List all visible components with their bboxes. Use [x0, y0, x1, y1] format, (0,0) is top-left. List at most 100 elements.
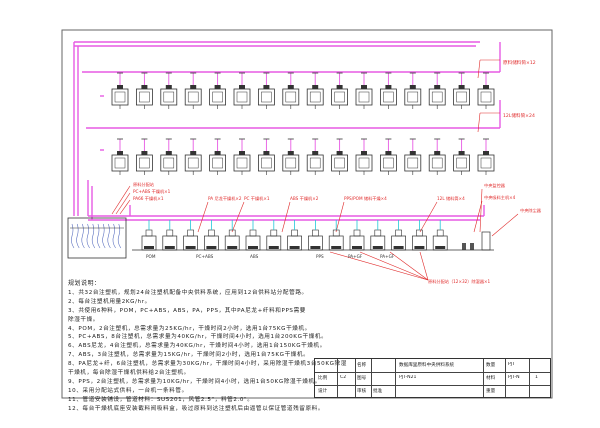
manifold-tube — [102, 223, 106, 249]
note-line: 5、PC+ABS，8台注塑机，总需求量为40KG/hr，干燥时间4小时，选用1台… — [68, 334, 328, 341]
note-line: 11、管道安装铺设，管道材料：SUS201，风管2.5"，料管2.0"。 — [68, 396, 254, 403]
leader-line — [281, 201, 291, 233]
hopper — [355, 138, 373, 175]
hopper — [404, 72, 422, 109]
tb-label-f: 重量 — [486, 389, 496, 394]
hopper — [160, 72, 178, 109]
note-line: 7、ABS，3台注塑机，总需求量为15KG/hr，干燥时间2小时，选用1台75K… — [68, 352, 310, 359]
hopper — [379, 72, 397, 109]
leader-line — [231, 201, 245, 233]
machine-row — [132, 220, 456, 251]
callout-dryer-2: PC 干燥机×1 — [244, 195, 270, 202]
leader-line — [477, 59, 481, 79]
callout-right-1: 中央监控器 — [484, 182, 506, 189]
tb-design: 设计 — [318, 389, 328, 394]
injection-machine — [287, 220, 302, 251]
note-line: 8、PA尼龙+纤，6台注塑机，总需求量为30KG/hr，干燥时间4小时，采用除湿… — [68, 361, 347, 368]
title-block: 名称 数据库里原料中央供料系统 PJT 比例 C2 图号 PJT-N21 PJT… — [314, 358, 551, 398]
hopper — [379, 138, 397, 175]
hopper — [111, 72, 129, 109]
callout-dryer-3: ABS 干燥机×2 — [290, 195, 319, 202]
hopper — [477, 72, 495, 109]
leader-line — [111, 185, 131, 215]
hopper — [477, 138, 495, 175]
hopper — [257, 138, 275, 175]
hopper — [428, 138, 446, 175]
injection-machine — [391, 220, 406, 251]
manifold-tube — [107, 223, 111, 249]
injection-machine — [308, 220, 323, 251]
leader-line — [335, 201, 345, 233]
tb-approve: 批准 — [373, 389, 383, 394]
hopper — [355, 72, 373, 109]
callout-right-3: 中央除尘器 — [520, 207, 542, 214]
manifold-tube — [76, 223, 80, 249]
upper-hopper-row — [111, 72, 495, 109]
hopper — [233, 138, 251, 175]
central-unit — [456, 231, 494, 251]
callout-dryer-1: PA 尼龙干燥机×2 — [208, 195, 242, 202]
tb-label-a: 名称 — [357, 363, 367, 368]
hopper — [282, 138, 300, 175]
injection-machine — [412, 220, 427, 251]
callout-right-2: 中央吸料主机×4 — [484, 194, 516, 201]
hopper — [282, 72, 300, 109]
hopper — [233, 72, 251, 109]
note-line: 除湿干燥。 — [68, 316, 99, 323]
hopper — [184, 72, 202, 109]
bottom-callout: 原料分配站（12×32）除湿器×1 — [428, 278, 491, 285]
leader-line — [419, 251, 429, 281]
leader-line — [491, 213, 519, 237]
manifold-tube — [81, 223, 85, 249]
left-label-1: 原料分配站 — [133, 181, 154, 188]
note-line: 12、每台干燥机底座安装截料阀吸料盒，吸过原料到达注塑机后由逼管以保证管道残留原… — [68, 405, 325, 412]
injection-machine — [349, 220, 365, 251]
callout-dryer-5: 12L 储料筒×4 — [437, 195, 465, 202]
tb-ref1: PJT — [508, 362, 515, 367]
tb-label-d: 数量 — [486, 363, 496, 368]
tb-scale: C2 — [340, 375, 347, 380]
manifold-tube — [112, 223, 116, 249]
machine-label: PC+ABS — [196, 254, 214, 259]
tb-label-b: 图号 — [357, 376, 367, 381]
hopper — [428, 72, 446, 109]
leader-line — [419, 201, 438, 233]
hopper — [404, 138, 422, 175]
upper-tank-label: 原料储料筒×12 — [503, 59, 536, 66]
machine-label: ABS — [250, 254, 259, 259]
note-line: 9、PPS，2台注塑机，总需求量为10KG/hr，干燥时间4小时，选用1台50K… — [68, 378, 321, 385]
leader-line — [479, 188, 483, 233]
injection-machine — [224, 220, 240, 251]
hopper — [135, 138, 153, 175]
notes-title: 规划说明： — [68, 280, 101, 287]
machine-label: PPS — [316, 254, 324, 259]
injection-machine — [141, 220, 157, 251]
injection-machine — [266, 220, 282, 251]
note-line: 10、采用分配站式供料，一台机一条料管。 — [68, 387, 188, 394]
injection-machine — [328, 220, 344, 251]
hopper — [111, 138, 129, 175]
note-line: 4、POM，2台注塑机，总需求量为25KG/hr，干燥时间2小时，选用1台75K… — [68, 325, 311, 332]
hopper — [135, 72, 153, 109]
distribution-manifold — [67, 217, 127, 259]
left-label-2: PC+ABS 干燥机×1 — [133, 188, 171, 195]
leader-line — [197, 201, 209, 233]
injection-machine — [370, 220, 386, 251]
hopper — [306, 72, 324, 109]
manifold-tube — [97, 223, 101, 249]
hopper — [453, 72, 471, 109]
manifold-tube — [86, 223, 90, 249]
note-line: 2、每台注塑机用量2KG/hr。 — [68, 298, 151, 305]
note-line: 6、ABS尼龙，4台注塑机，总需求量为40KG/hr，干燥时间4小时，选用1台1… — [68, 343, 326, 350]
callout-dryer-4: PPS/POM 储料干燥×4 — [344, 195, 387, 202]
note-line: 1、共32台注塑机，规划24台注塑机配备中央供料系统，应用到12台供料站分配管路… — [68, 289, 308, 296]
design-notes: 规划说明： 1、共32台注塑机，规划24台注塑机配备中央供料系统，应用到12台供… — [68, 280, 368, 414]
tb-label-c: 比例 — [318, 376, 328, 381]
leader-line — [115, 192, 131, 215]
leader-line — [329, 251, 429, 281]
injection-machine — [245, 220, 261, 251]
hopper — [160, 138, 178, 175]
tb-ref2: PJT-N — [508, 375, 520, 380]
tb-project: 数据库里原料中央供料系统 — [399, 363, 455, 368]
